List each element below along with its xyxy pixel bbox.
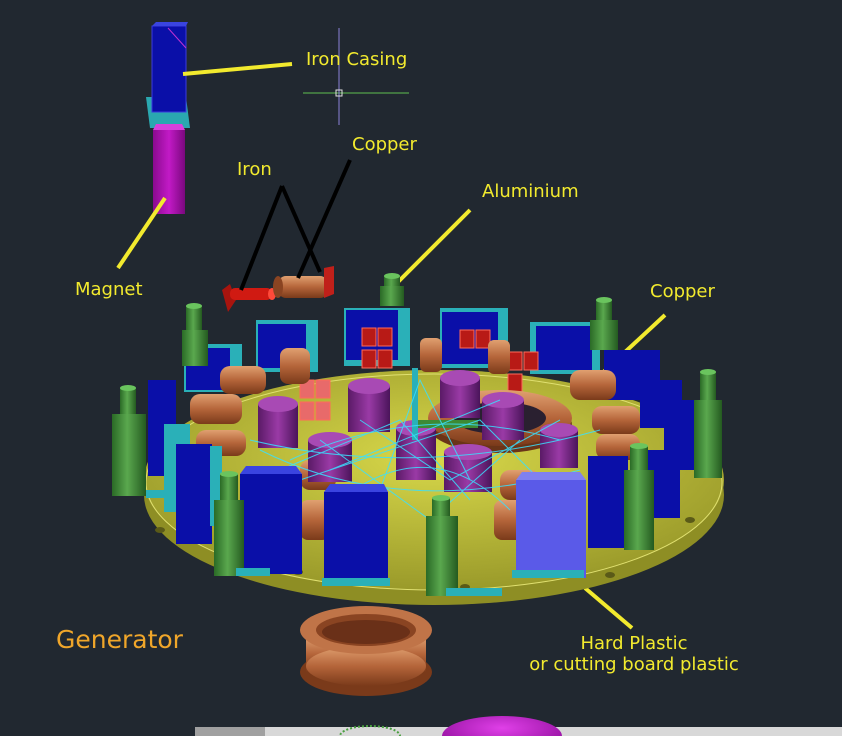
magnet-part [153,124,185,214]
iron-core-part [222,284,276,312]
cad-crosshair [303,28,409,125]
label-copper-top: Copper [352,134,417,155]
label-hard-plastic-line2: or cutting board plastic [529,653,739,675]
diagram-title-generator: Generator [56,625,183,654]
label-copper-right: Copper [650,281,715,302]
label-magnet: Magnet [75,279,143,300]
front-iron-casings [148,380,694,586]
label-iron-casing: Iron Casing [306,49,408,70]
label-aluminium: Aluminium [482,181,579,202]
label-hard-plastic-line1: Hard Plastic [580,633,688,654]
bottom-partial-parts [195,716,842,736]
label-iron: Iron [237,159,272,180]
back-red-iron-cores [299,327,539,421]
iron-casing-part [146,22,190,128]
copper-coil-part [273,266,334,298]
teal-feet [146,490,584,596]
aluminium-posts [112,273,722,596]
copper-bushing-part [300,606,432,696]
label-hard-plastic: Hard Plastic or cutting board plastic [520,633,748,675]
